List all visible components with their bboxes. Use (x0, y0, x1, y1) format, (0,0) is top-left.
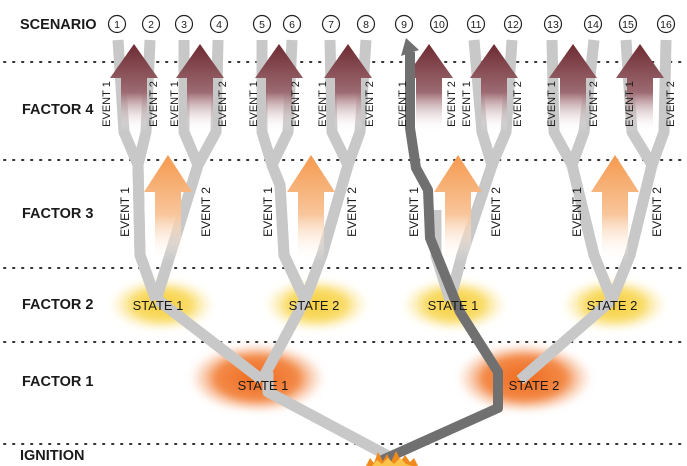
scenario-circle (252, 14, 272, 34)
row-label-ignition: IGNITION (20, 448, 84, 464)
scenario-number: 11 (471, 19, 482, 31)
scenario-number: 3 (181, 19, 187, 31)
scenario-circle (503, 14, 523, 34)
factor4-event-label: EVENT 2 (217, 81, 229, 127)
row-label-factor1: FACTOR 1 (22, 374, 93, 390)
factor4-event-label: EVENT 1 (248, 81, 260, 127)
scenario-number: 15 (622, 19, 634, 31)
scenario-circle (583, 14, 603, 34)
factor2-state-label: STATE 1 (428, 298, 479, 313)
scenario-number: 12 (507, 19, 519, 31)
scenario-number: 6 (289, 19, 295, 31)
scenario-number: 1 (114, 19, 120, 31)
factor4-event-label: EVENT 1 (101, 81, 113, 127)
scenario-circle (618, 14, 638, 34)
factor3-event-label: EVENT 2 (650, 187, 664, 237)
scenario-number: 16 (660, 19, 672, 31)
factor3-event-label: EVENT 2 (199, 187, 213, 237)
factor4-event-label: EVENT 1 (624, 81, 636, 127)
highlighted-path-scenario-9 (375, 38, 503, 466)
factor2-state-label: STATE 2 (587, 298, 638, 313)
factor3-event-label: EVENT 1 (261, 187, 275, 237)
scenario-circle (209, 14, 229, 34)
factor1-state-label: STATE 2 (509, 378, 560, 393)
scenario-number: 5 (259, 19, 265, 31)
scenario-number: 2 (148, 19, 154, 31)
factor4-arrows (110, 44, 664, 132)
scenario-circle (394, 14, 414, 34)
factor3-event-label: EVENT 2 (345, 187, 359, 237)
scenario-number: 14 (587, 19, 599, 31)
scenario-number: 10 (433, 19, 445, 31)
row-label-factor2: FACTOR 2 (22, 297, 93, 313)
factor4-event-label: EVENT 1 (317, 81, 329, 127)
scenario-number: 13 (547, 19, 559, 31)
scenario-number: 7 (328, 19, 334, 31)
factor2-state-label: STATE 1 (133, 298, 184, 313)
scenario-circle (356, 14, 376, 34)
factor3-event-label: EVENT 1 (570, 187, 584, 237)
scenario-circle (321, 14, 341, 34)
factor3-event-label: EVENT 1 (407, 187, 421, 237)
row-label-scenario: SCENARIO (20, 17, 97, 33)
factor4-event-label: EVENT 1 (169, 81, 181, 127)
factor3-event-label: EVENT 1 (118, 187, 132, 237)
factor4-event-label: EVENT 2 (588, 81, 600, 127)
ignition-fire-icon (366, 451, 418, 466)
scenario-circle (656, 14, 676, 34)
factor4-event-label: EVENT 2 (364, 81, 376, 127)
scenario-circle (282, 14, 302, 34)
factor4-event-label: EVENT 1 (546, 81, 558, 127)
factor2-state-label: STATE 2 (289, 298, 340, 313)
scenario-number: 9 (401, 19, 407, 31)
scenario-circle (107, 14, 127, 34)
row-label-factor3: FACTOR 3 (22, 206, 93, 222)
factor1-state-label: STATE 1 (238, 378, 289, 393)
factor3-event-label: EVENT 2 (489, 187, 503, 237)
factor3-arrows (144, 155, 639, 262)
branch-paths (112, 39, 672, 463)
factor4-event-label: EVENT 2 (665, 81, 677, 127)
factor3-event-labels: EVENT 1 EVENT 2 EVENT 1 EVENT 2 EVENT 1 EVENT… (118, 187, 664, 237)
scenario-number: 4 (216, 19, 222, 31)
scenario-circle (429, 14, 449, 34)
scenario-circle (174, 14, 194, 34)
scenario-number: 8 (363, 19, 369, 31)
scenario-circle (466, 14, 486, 34)
factor4-event-label: EVENT 2 (446, 81, 458, 127)
scenario-circle (141, 14, 161, 34)
highlight-arrowhead (401, 38, 419, 56)
scenario-circle (543, 14, 563, 34)
row-label-factor4: FACTOR 4 (22, 102, 93, 118)
factor4-event-label: EVENT 1 (461, 81, 473, 127)
factor4-event-label: EVENT 1 (397, 81, 409, 127)
factor4-event-label: EVENT 2 (290, 81, 302, 127)
factor4-event-label: EVENT 2 (148, 81, 160, 127)
factor4-event-label: EVENT 2 (512, 81, 524, 127)
